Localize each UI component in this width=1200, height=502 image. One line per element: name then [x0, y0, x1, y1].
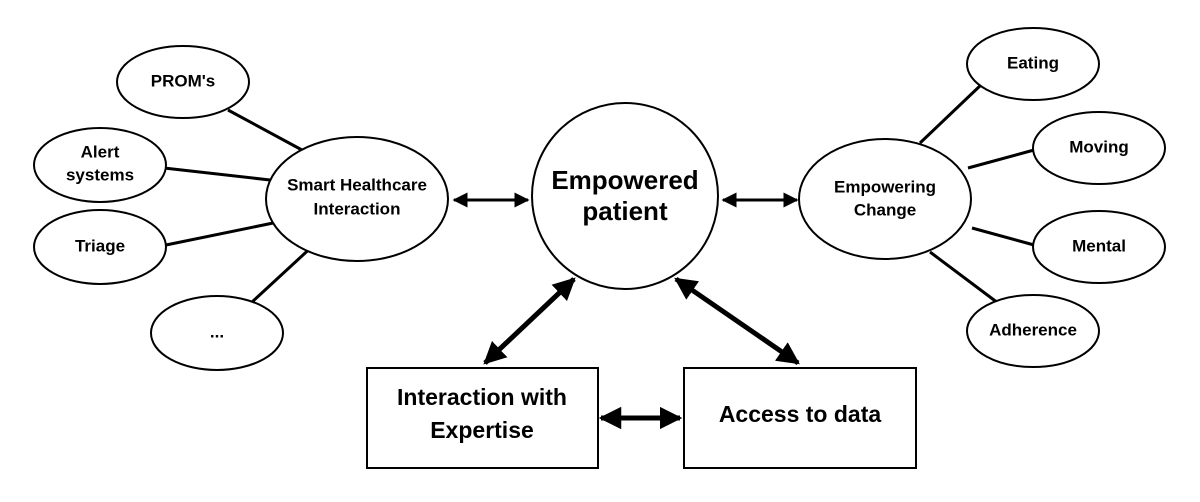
- node-alert-systems: Alert systems: [33, 127, 167, 203]
- arrow-center-data: [674, 276, 800, 366]
- node-eating-label: Eating: [1007, 53, 1059, 72]
- node-alert-systems-line-2: systems: [66, 165, 134, 184]
- connector-proms: [227, 108, 303, 152]
- connector-mental: [971, 226, 1035, 247]
- node-proms-label: PROM's: [151, 71, 216, 90]
- node-empowered-patient-line-2: patient: [582, 196, 668, 226]
- node-alert-systems-line-1: Alert: [81, 142, 120, 161]
- node-mental-label: Mental: [1072, 236, 1126, 255]
- node-access-to-data-label: Access to data: [719, 401, 882, 427]
- node-eating: Eating: [966, 27, 1100, 101]
- node-adherence-label: Adherence: [989, 320, 1077, 339]
- node-moving-label: Moving: [1069, 137, 1129, 156]
- connector-eating: [918, 82, 984, 145]
- connector-alert-systems: [163, 166, 271, 182]
- node-empowering-change-line-2: Change: [854, 200, 916, 219]
- node-empowered-patient: Empowered patient: [531, 102, 719, 290]
- arrow-center-expertise: [483, 277, 576, 365]
- node-adherence: Adherence: [966, 294, 1100, 368]
- node-triage-label: Triage: [75, 236, 125, 255]
- node-triage: Triage: [33, 209, 167, 285]
- node-empowering-change-line-1: Empowering: [834, 177, 936, 196]
- node-interaction-with-expertise: Interaction with Expertise: [366, 367, 599, 469]
- node-access-to-data: Access to data: [683, 367, 917, 469]
- connector-more: [250, 241, 318, 304]
- node-expertise-line-2: Expertise: [430, 417, 534, 443]
- node-smart-healthcare-line-1: Smart Healthcare: [287, 175, 427, 194]
- node-smart-healthcare-interaction: Smart Healthcare Interaction: [265, 136, 449, 262]
- node-more: ...: [150, 295, 284, 371]
- node-more-label: ...: [210, 322, 224, 341]
- connector-triage: [165, 220, 279, 247]
- connector-adherence: [929, 250, 999, 305]
- node-moving: Moving: [1032, 111, 1166, 185]
- node-expertise-line-1: Interaction with: [397, 384, 567, 410]
- node-mental: Mental: [1032, 210, 1166, 284]
- node-empowering-change: Empowering Change: [798, 138, 972, 260]
- node-smart-healthcare-line-2: Interaction: [314, 199, 401, 218]
- node-proms: PROM's: [116, 45, 250, 119]
- connector-moving: [967, 148, 1035, 170]
- node-empowered-patient-line-1: Empowered: [551, 165, 698, 195]
